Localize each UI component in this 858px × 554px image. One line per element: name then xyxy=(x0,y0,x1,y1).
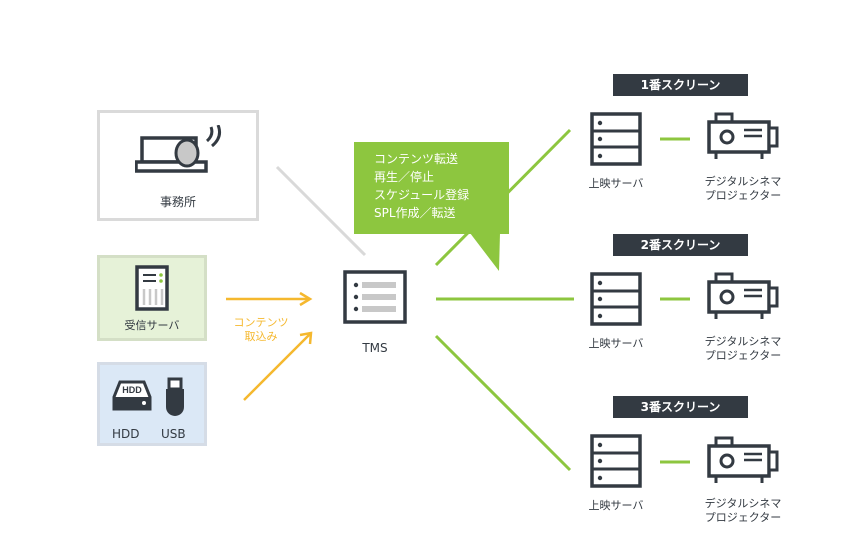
usb-label: USB xyxy=(161,427,186,441)
tower-server-icon xyxy=(135,265,169,311)
tms-to-screen3-line xyxy=(434,334,572,472)
usb-icon xyxy=(166,377,184,416)
callout-tail xyxy=(470,233,500,271)
screen-1-projector-icon xyxy=(707,112,779,159)
screen-3-projector-icon xyxy=(707,436,779,483)
screen-2-server-label: 上映サーバ xyxy=(588,337,644,350)
media-to-tms-arrow xyxy=(243,333,311,401)
ingest-label-line2: 取込み xyxy=(244,330,278,343)
screen-2-projector-label-line2: プロジェクター xyxy=(704,349,782,362)
callout-line-1: コンテンツ転送 xyxy=(374,152,459,166)
screen-3-server-icon xyxy=(590,434,642,488)
office-projector-icon xyxy=(135,125,221,173)
screen-2-projector-label-line1: デジタルシネマ xyxy=(704,335,782,348)
recv-arrow-head xyxy=(299,291,313,307)
screen-2-projector-icon xyxy=(707,272,779,319)
screen-1-projector-label: デジタルシネマ プロジェクター xyxy=(695,175,791,203)
screen-2-projector-label: デジタルシネマ プロジェクター xyxy=(695,335,791,363)
screen-2-server-icon xyxy=(590,272,642,326)
screen-1-projector-label-line2: プロジェクター xyxy=(704,189,782,202)
screen-3-tag: 3番スクリーン xyxy=(613,396,748,418)
screen-3-projector-label-line1: デジタルシネマ xyxy=(704,497,782,510)
callout-line-2: 再生／停止 xyxy=(374,170,435,184)
callout-text: コンテンツ転送 再生／停止 スケジュール登録 SPL作成／転送 xyxy=(374,150,469,222)
tms-server-icon xyxy=(343,270,407,324)
screen-1-server-icon xyxy=(590,112,642,166)
tms-functions-callout xyxy=(354,142,509,234)
media-box: HDD HDD USB xyxy=(97,362,207,446)
screen-3-projector-label: デジタルシネマ プロジェクター xyxy=(695,497,791,525)
office-box: 事務所 xyxy=(97,110,259,221)
hdd-icon: HDD xyxy=(112,380,152,411)
screen-2-tag: 2番スクリーン xyxy=(613,234,748,256)
office-to-tms-line xyxy=(275,165,367,257)
hdd-label: HDD xyxy=(112,427,140,441)
screen-1-projector-label-line1: デジタルシネマ xyxy=(704,175,782,188)
callout-line-4: SPL作成／転送 xyxy=(374,206,456,220)
ingest-label: コンテンツ 取込み xyxy=(226,316,296,344)
ingest-label-line1: コンテンツ xyxy=(233,316,289,329)
screen-1-tag: 1番スクリーン xyxy=(613,74,748,96)
callout-line-3: スケジュール登録 xyxy=(374,188,470,202)
office-label: 事務所 xyxy=(159,195,196,209)
receive-server-box: 受信サーバ xyxy=(97,255,207,341)
media-arrow-head xyxy=(299,331,313,345)
receive-server-label: 受信サーバ xyxy=(124,319,180,332)
screen-3-projector-label-line2: プロジェクター xyxy=(704,511,782,524)
tms-label: TMS xyxy=(362,341,388,355)
svg-text:HDD: HDD xyxy=(122,385,142,395)
screen-3-server-label: 上映サーバ xyxy=(588,499,644,512)
screen-1-server-label: 上映サーバ xyxy=(588,177,644,190)
